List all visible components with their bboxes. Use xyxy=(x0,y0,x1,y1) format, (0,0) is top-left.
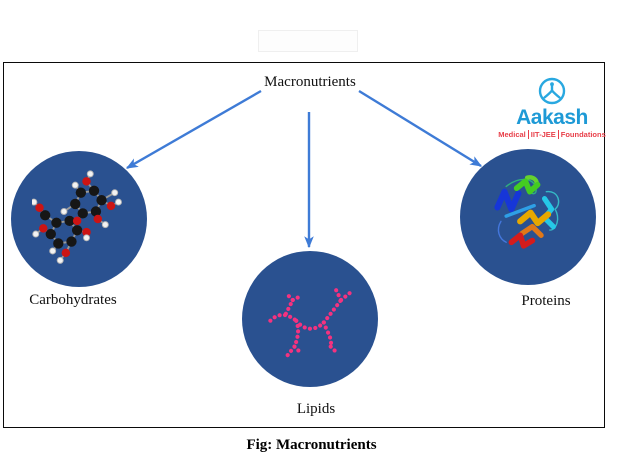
carbohydrate-molecule-image xyxy=(32,170,122,264)
aakash-logo-mark-icon xyxy=(538,77,566,105)
node-circle-proteins xyxy=(460,149,596,285)
node-label-lipids: Lipids xyxy=(296,401,336,417)
protein-molecule-image xyxy=(494,175,560,249)
tagline-segment-medical: Medical xyxy=(498,130,526,139)
diagram-root-label: Macronutrients xyxy=(264,74,356,90)
node-circle-lipids xyxy=(242,251,378,387)
node-label-proteins: Proteins xyxy=(521,293,571,309)
node-label-carbohydrates: Carbohydrates xyxy=(29,292,117,308)
tagline-segment-iitjee: IIT-JEE xyxy=(527,130,558,139)
node-circle-carbohydrates xyxy=(11,151,147,287)
faint-placeholder-box xyxy=(258,30,358,52)
tagline-segment-foundations: Foundations xyxy=(557,130,608,139)
lipid-molecule-image xyxy=(268,287,352,358)
figure-caption: Fig: Macronutrients xyxy=(246,437,377,453)
brand-name: Aakash xyxy=(516,106,588,129)
